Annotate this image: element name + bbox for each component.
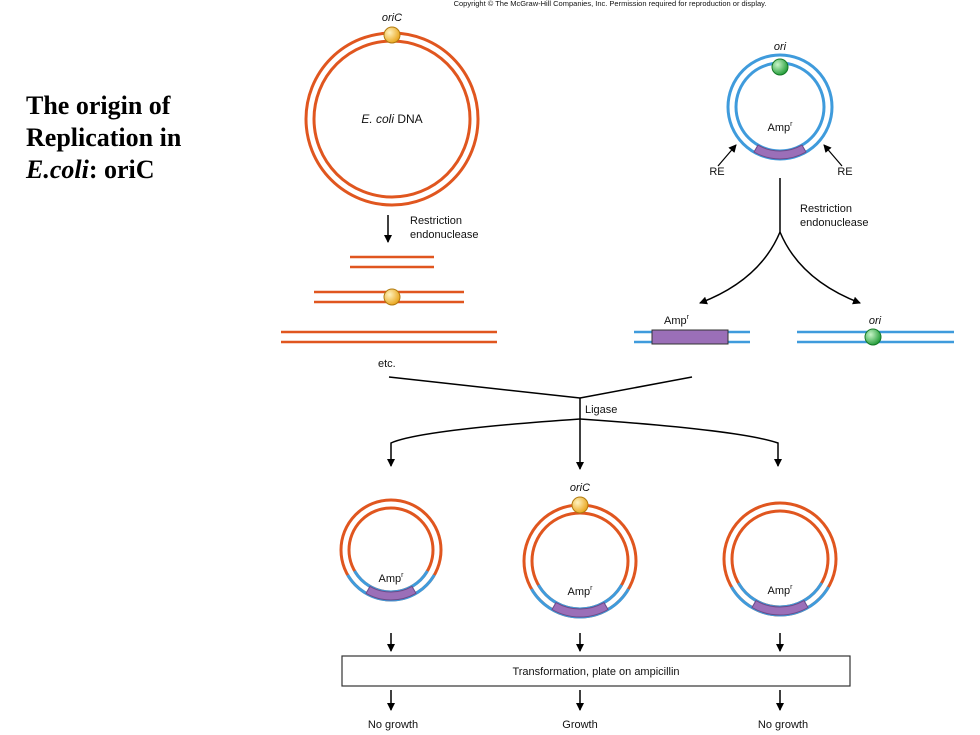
branch-arrow-ori <box>779 231 861 305</box>
branch-arrow-amp <box>699 231 781 305</box>
ori-fragment-label: ori <box>869 315 882 327</box>
plasmid: ori Ampr <box>726 41 834 161</box>
restriction-label-left-2: endonuclease <box>410 229 479 241</box>
ecoli-dna-label: E. coli DNA <box>361 112 422 126</box>
branch-arrow-right <box>579 418 782 467</box>
copyright-notice: Copyright © The McGraw-Hill Companies, I… <box>454 0 767 8</box>
ecoli-chromosome: oriC E. coli DNA <box>304 12 480 207</box>
title-line-3: E.coli: oriC <box>26 154 256 186</box>
transformation-label: Transformation, plate on ampicillin <box>512 666 679 678</box>
title-ecoli: E.coli <box>26 155 89 184</box>
restriction-label-right-2: endonuclease <box>800 217 869 229</box>
re-arrow-right <box>823 144 843 167</box>
title-line-2: Replication in <box>26 123 182 152</box>
restriction-label-right-1: Restriction <box>800 203 852 215</box>
title-line-1: The origin of <box>26 91 171 120</box>
recombinant-plasmid-left: Ampr <box>339 498 443 602</box>
ligation-line-left <box>388 376 581 399</box>
re-label-right: RE <box>837 166 852 178</box>
re-arrow-left <box>717 144 737 167</box>
ori-label: ori <box>774 41 787 53</box>
oric-middle-marker <box>571 496 589 514</box>
oric-label: oriC <box>382 12 402 24</box>
ampr-left-label: Ampr <box>379 572 405 585</box>
recombinant-plasmid-middle: oriC Ampr <box>522 482 638 619</box>
amp-fragment: Ampr <box>634 314 750 345</box>
oric-fragment-marker <box>383 288 401 306</box>
etc-label: etc. <box>378 358 396 370</box>
ligase-label: Ligase <box>585 404 617 416</box>
ampr-plasmid-label: Ampr <box>768 121 794 134</box>
amp-gene-segment <box>753 144 807 160</box>
ori-fragment-marker <box>864 328 882 346</box>
restriction-label-left-1: Restriction <box>410 215 462 227</box>
result-right: No growth <box>758 719 808 731</box>
slide-title: The origin of Replication in E.coli: ori… <box>26 90 256 186</box>
ori-marker <box>771 58 789 76</box>
ampr-middle-label: Ampr <box>568 585 594 598</box>
oric-middle-label: oriC <box>570 482 590 494</box>
re-label-left: RE <box>709 166 724 178</box>
title-oric: : oriC <box>88 155 155 184</box>
ligation-line-right <box>579 376 693 399</box>
ori-fragment: ori <box>797 315 954 346</box>
result-left: No growth <box>368 719 418 731</box>
recombinant-plasmid-right: Ampr <box>722 501 838 617</box>
transformation-box <box>341 655 851 687</box>
branch-arrow-left <box>387 418 581 467</box>
ampr-fragment-label: Ampr <box>664 314 690 327</box>
ampr-right-label: Ampr <box>768 584 794 597</box>
oric-marker <box>383 26 401 44</box>
result-middle: Growth <box>562 719 597 731</box>
